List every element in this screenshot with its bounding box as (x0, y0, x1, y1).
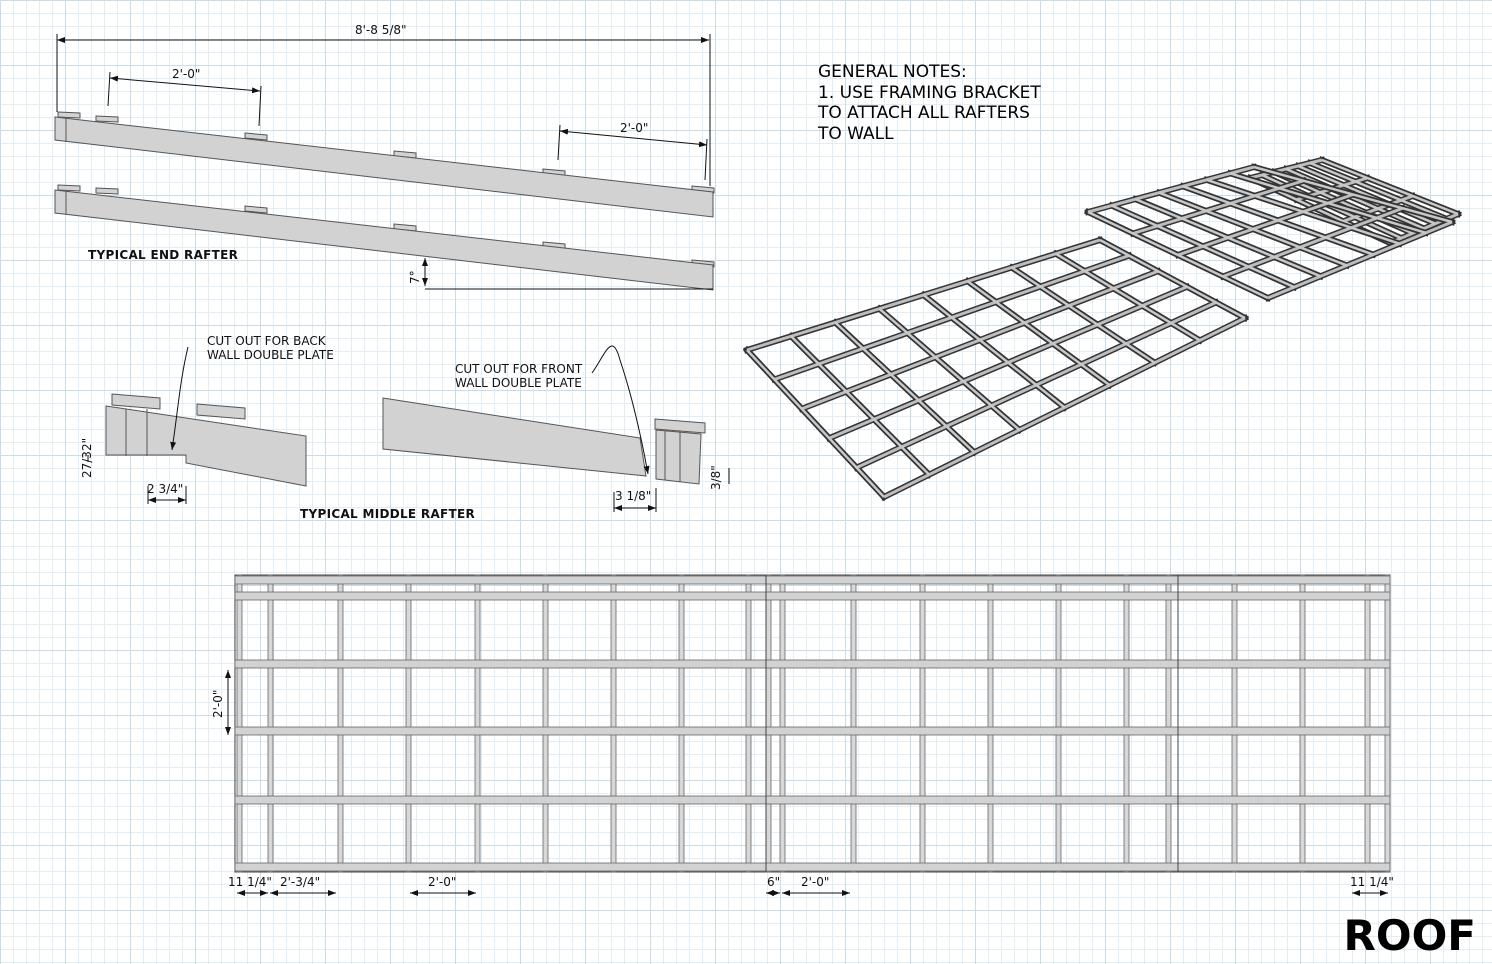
plan-rafter (267, 574, 274, 873)
frame-rafter-face (1099, 238, 1246, 320)
frame-rafter-face (1321, 158, 1459, 216)
frame-rafter-face (1087, 210, 1269, 300)
frame-purlin-face (1267, 220, 1453, 300)
plan-dim: 2'-3/4" (280, 875, 321, 889)
back-cutout-dim: 2 3/4" (147, 482, 184, 496)
plan-purlin (234, 862, 1391, 872)
frame-purlin-face (1087, 165, 1255, 214)
end-rafter-label: TYPICAL END RAFTER (88, 248, 239, 262)
plan-rafter (919, 574, 926, 873)
frame-rafter-face (1111, 204, 1295, 289)
frame-rafter-face (1229, 172, 1427, 235)
plan-dim: 11 1/4" (1350, 875, 1394, 889)
sheet-title: ROOF (1343, 911, 1476, 960)
plan-rafter (850, 574, 857, 873)
end-rafter-top (54, 111, 715, 218)
plan-rafter (765, 574, 772, 873)
plan-rafter (1055, 574, 1062, 873)
plan-rafter (678, 574, 685, 873)
plan-dim: 6" (767, 875, 781, 889)
roof-3d-view (742, 156, 1462, 502)
plan-rafter (987, 574, 994, 873)
frame-rafter-face (1206, 178, 1400, 245)
frame-rafter-face (834, 321, 976, 454)
middle-rafter-leaders (87, 345, 730, 512)
plan-rafter (1165, 574, 1172, 873)
plan-rafter (337, 574, 344, 873)
front-cutout-dim: 3 1/8" (615, 489, 652, 503)
plan-rafter (1299, 574, 1306, 873)
plan-rafter (1364, 574, 1371, 873)
roof-frame-front (742, 235, 1250, 502)
spacing-left-dim: 2'-0" (172, 67, 201, 81)
plan-rafter (1231, 574, 1238, 873)
frame-rafter-face (746, 349, 885, 498)
plan-dim: 2'-0" (801, 875, 830, 889)
middle-rafter-label: TYPICAL MIDDLE RAFTER (300, 507, 476, 521)
overall-length-dim: 8'-8 5/8" (355, 23, 407, 37)
plan-rafter (405, 574, 412, 873)
plan-purlin (234, 726, 1391, 736)
plan-purlin (234, 659, 1391, 669)
frame-rafter-face (1055, 252, 1201, 342)
frame-rafter-face (966, 280, 1111, 387)
frame-rafter-face (878, 307, 1021, 431)
spacing-right-dim: 2'-0" (620, 121, 649, 135)
plan-dimensions (225, 670, 1388, 896)
plan-side-dim: 2'-0" (211, 689, 225, 718)
plan-rafter (474, 574, 481, 873)
frame-purlin-face (1177, 193, 1354, 257)
height-dim: 27/32" (80, 437, 94, 478)
frame-purlin-face (1132, 179, 1304, 235)
plan-purlin (234, 591, 1391, 601)
plan-rafter (745, 574, 752, 873)
plan-rafter (779, 574, 786, 873)
end-rafter-dimensions (56, 34, 713, 290)
roof-frame-rear (1083, 163, 1456, 303)
plan-rafter (542, 574, 549, 873)
frame-rafter-face (1011, 266, 1156, 364)
frame-rafter-face (1253, 165, 1453, 224)
general-notes: GENERAL NOTES: 1. USE FRAMING BRACKET TO… (818, 62, 1041, 144)
depth-dim: 3/8" (709, 465, 723, 490)
frame-rafter-face (922, 294, 1066, 409)
frame-rafter-face (1309, 161, 1448, 220)
frame-rafter-face (1182, 185, 1374, 256)
frame-rafter-face (1158, 191, 1348, 267)
plan-rafter (1384, 574, 1391, 873)
frame-rafter-face (1134, 197, 1322, 278)
frame-rafter-face (1285, 167, 1425, 230)
angle-dim: 7° (408, 270, 422, 284)
end-rafter-bottom (54, 184, 715, 291)
plan-purlin (234, 575, 1391, 585)
plan-dim: 2'-0" (428, 875, 457, 889)
plan-purlin (234, 795, 1391, 805)
frame-purlin-face (1222, 206, 1404, 278)
plan-dim: 11 1/4" (228, 875, 272, 889)
middle-rafter (105, 393, 706, 487)
plan-rafter (236, 574, 243, 873)
plan-rafter (610, 574, 617, 873)
plan-rafter (1123, 574, 1130, 873)
roof-plan-view (234, 574, 1391, 873)
frame-rafter-face (790, 335, 931, 476)
